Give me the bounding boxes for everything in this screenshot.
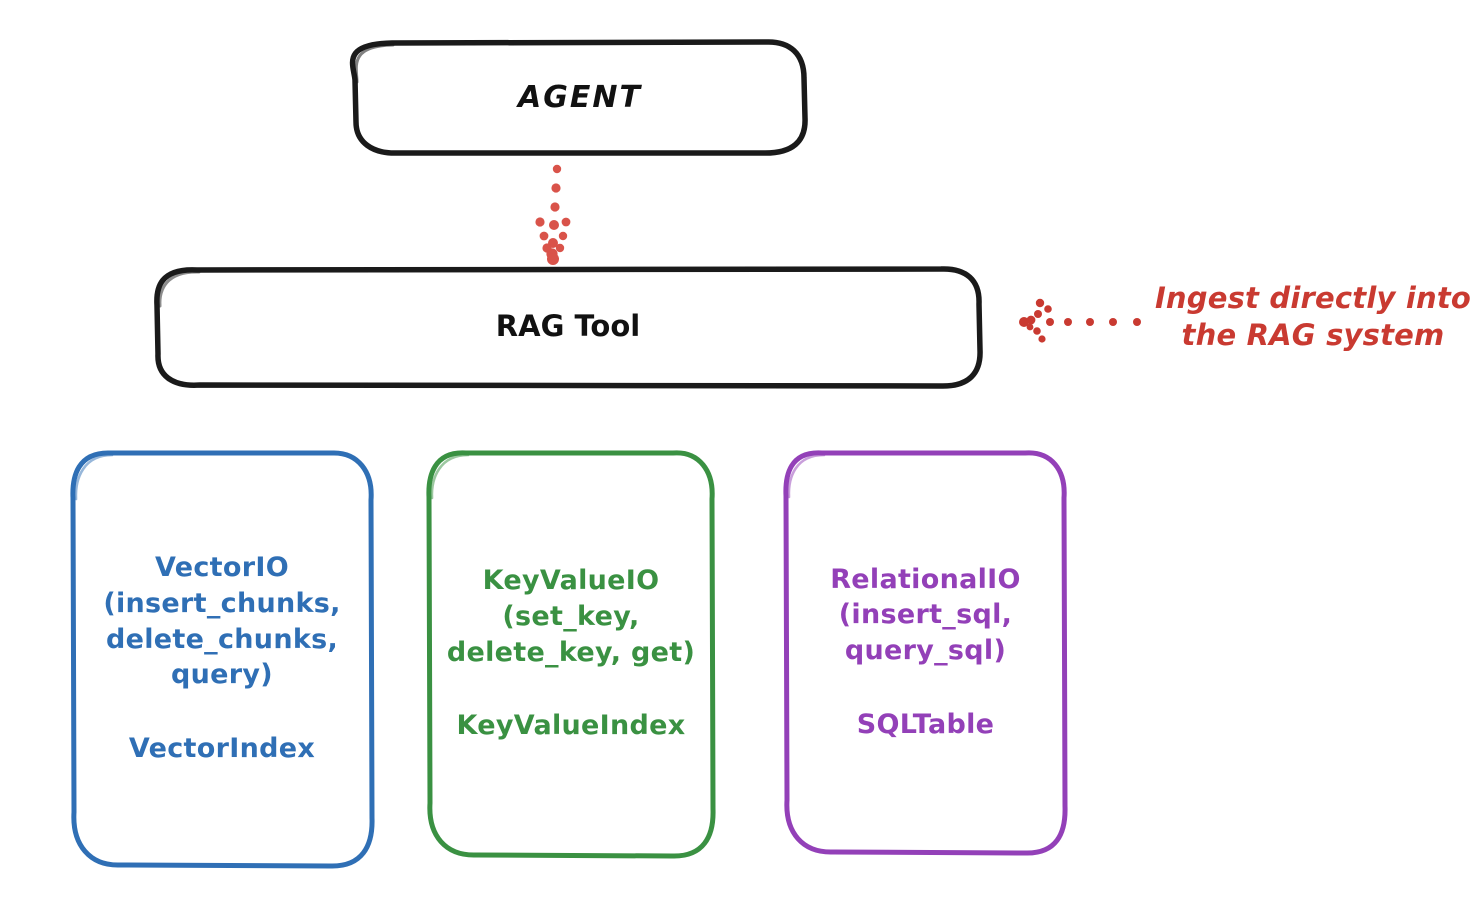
agent-to-rag-arrow — [535, 164, 571, 265]
rag-tool-box-outline — [154, 266, 983, 389]
keyvalue-store-node[interactable] — [426, 450, 716, 859]
relational-store-api-text: RelationalIO (insert_sql, query_sql) — [830, 563, 1021, 666]
rag-tool-box-outline-jitter — [158, 270, 201, 308]
vector-store-api-text: VectorIO (insert_chunks, delete_chunks, … — [103, 552, 341, 691]
vector-store-box-outline — [70, 450, 375, 869]
vector-store-box-outline-jitter — [74, 453, 114, 501]
relational-store-box-outline-jitter — [787, 453, 826, 499]
agent-node[interactable] — [349, 39, 808, 156]
agent-box-outline — [349, 39, 808, 156]
keyvalue-store-box-outline-jitter — [430, 453, 470, 500]
relational-store-index-text: SQLTable — [856, 708, 995, 740]
ingest-annotation-text: Ingest directly into the RAG system — [1154, 281, 1472, 353]
rag-tool-node[interactable] — [154, 266, 983, 389]
keyvalue-store-label: KeyValueIO (set_key, delete_key, get) Ke… — [428, 452, 714, 855]
ingest-arrow — [1019, 298, 1141, 343]
keyvalue-store-api-text: KeyValueIO (set_key, delete_key, get) — [446, 565, 696, 668]
relational-store-box-outline — [783, 450, 1068, 856]
vector-store-index-text: VectorIndex — [128, 732, 316, 764]
relational-store-node[interactable] — [783, 450, 1068, 856]
relational-store-label: RelationalIO (insert_sql, query_sql) SQL… — [785, 452, 1066, 852]
vector-store-node[interactable] — [70, 450, 375, 869]
agent-box-outline-jitter — [354, 43, 395, 84]
keyvalue-store-index-text: KeyValueIndex — [456, 710, 686, 742]
vector-store-label: VectorIO (insert_chunks, delete_chunks, … — [72, 452, 372, 865]
keyvalue-store-box-outline — [426, 450, 716, 859]
